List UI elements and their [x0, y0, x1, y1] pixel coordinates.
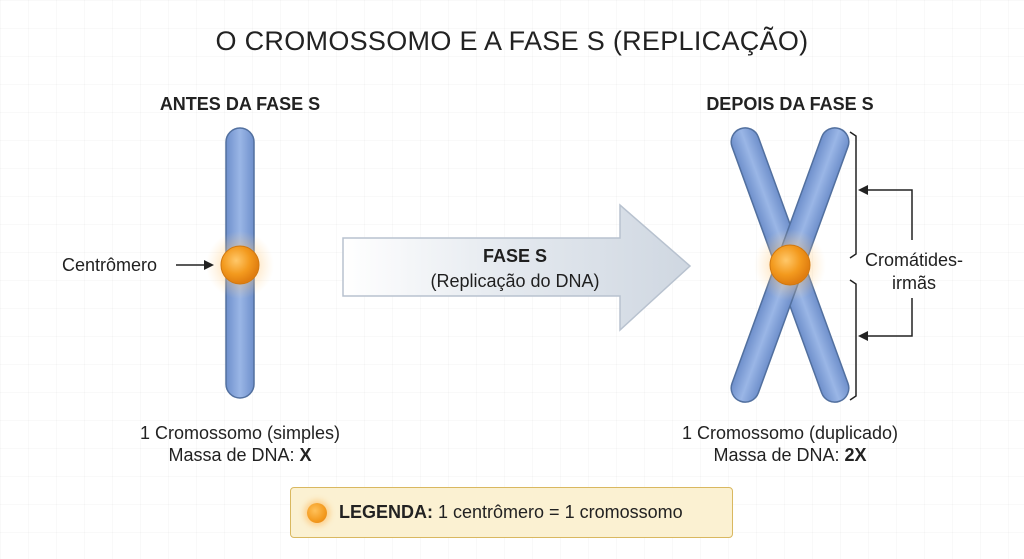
bracket-arrowhead-bottom [858, 331, 868, 341]
sister-chromatid-brackets [849, 131, 913, 401]
left-heading: ANTES DA FASE S [159, 94, 321, 114]
centromere-pointer-arrow [176, 260, 214, 270]
centromere-label: Centrômero [62, 255, 158, 275]
right-caption-line1: 1 Cromossomo (duplicado) [681, 423, 899, 443]
right-caption: 1 Cromossomo (duplicado) Massa de DNA: 2… [655, 422, 925, 466]
centromere-legend-icon [307, 502, 327, 523]
left-caption: 1 Cromossomo (simples) Massa de DNA: X [110, 422, 370, 466]
bracket-arrowhead-top [858, 185, 868, 195]
arrow-label-phase: FASE S [482, 246, 548, 266]
duplicated-chromosome [730, 127, 850, 403]
legend-text: 1 centrômero = 1 cromossomo [433, 502, 683, 522]
sister-chromatids-label-1: Cromátides- [864, 250, 964, 270]
single-chromosome [206, 127, 274, 399]
diagram-title: O CROMOSSOMO E A FASE S (REPLICAÇÃO) [215, 26, 809, 56]
right-dna-mass-value: 2X [844, 445, 867, 465]
right-heading: DEPOIS DA FASE S [706, 94, 874, 114]
right-caption-line2: Massa de DNA: 2X [713, 445, 867, 465]
left-dna-mass-value: X [299, 445, 312, 465]
left-caption-line2: Massa de DNA: X [168, 445, 312, 465]
arrow-label-replication: (Replicação do DNA) [430, 271, 600, 291]
left-caption-line1: 1 Cromossomo (simples) [139, 423, 341, 443]
legend-title: LEGENDA: [339, 502, 433, 522]
sister-chromatids-label-2: irmãs [892, 273, 936, 293]
legend-box: LEGENDA: 1 centrômero = 1 cromossomo [290, 487, 733, 538]
s-phase-arrow [342, 203, 692, 332]
